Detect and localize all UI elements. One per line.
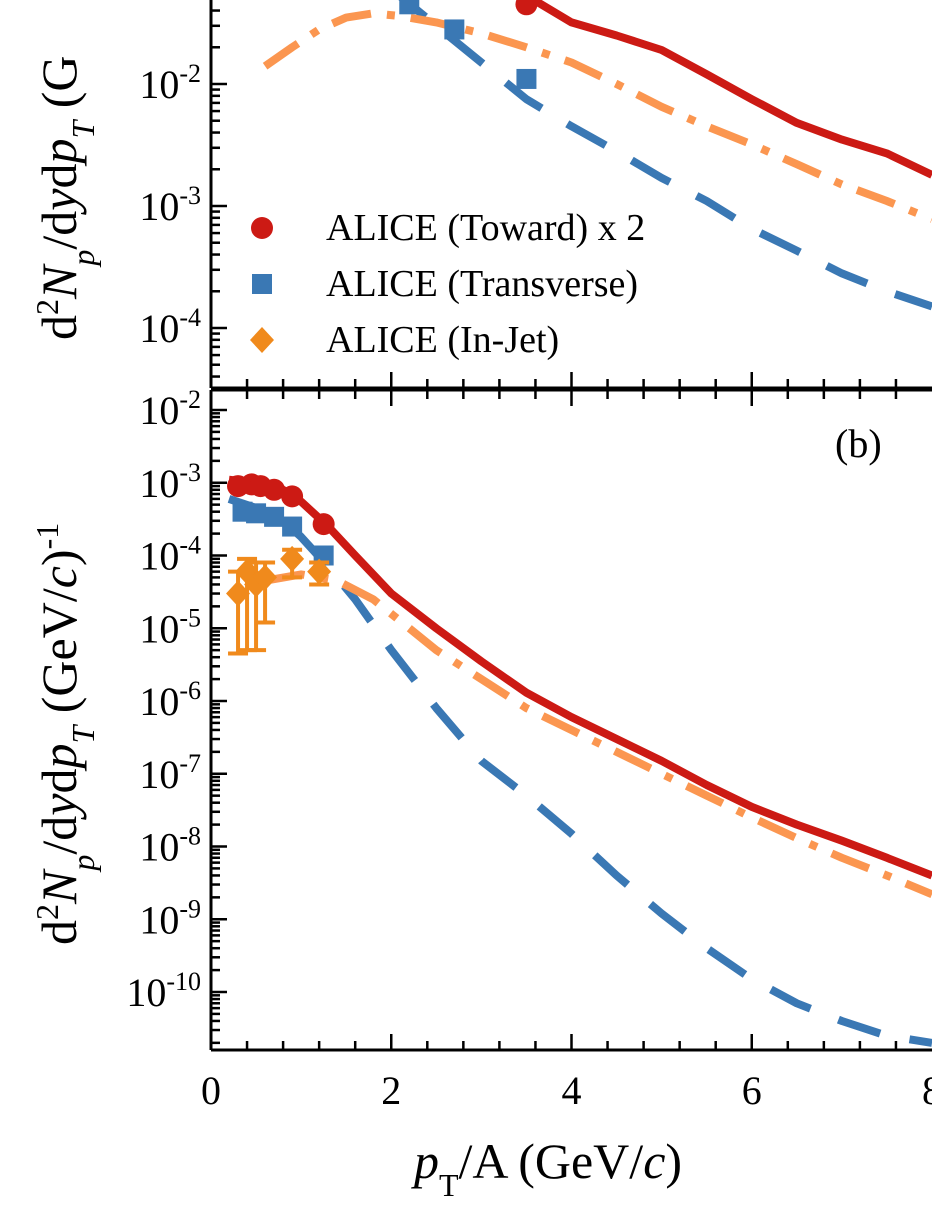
bottom-point-circle	[312, 513, 335, 536]
top-panel: 10-2 10-3 10-4 d2Np/dydpT (G ALICE (Toward…	[29, 0, 932, 390]
bottom-point-square	[246, 503, 267, 524]
bottom-point-circle	[263, 478, 286, 501]
bottom-x-tick-label: 8	[922, 1068, 932, 1113]
top-curve-solid	[527, 0, 932, 179]
top-y-axis-label: d2Np/dydpT (G	[29, 55, 101, 340]
legend-marker-square	[252, 274, 272, 294]
top-point-square	[516, 68, 537, 89]
bottom-y-tick-label: 10-7	[139, 749, 201, 797]
bottom-y-tick-label: 10-6	[139, 676, 201, 724]
bottom-point-circle	[281, 485, 304, 508]
bottom-series-group	[226, 473, 932, 1047]
top-point-circle	[515, 0, 538, 16]
bottom-curve-dash-dot	[264, 570, 932, 898]
bottom-x-tick-label: 6	[742, 1068, 762, 1113]
bottom-axes: 10-2 10-3 10-4 10-5 10-6 10-7 10-8 10-9 10-10 0 2 4…	[126, 385, 932, 1113]
bottom-point-square	[264, 506, 285, 527]
bottom-y-axis-label: d2Np/dydpT (GeV/c)-1	[29, 523, 101, 945]
x-axis-label: pT/A (GeV/c)	[411, 1133, 682, 1203]
bottom-x-tick-label: 2	[381, 1068, 401, 1113]
bottom-point-square	[282, 516, 303, 537]
bottom-point-diamond	[280, 545, 305, 572]
bottom-y-tick-label: 10-2	[139, 385, 201, 433]
top-series-group	[262, 0, 932, 311]
bottom-y-tick-label: 10-9	[139, 894, 201, 942]
panel-tag: (b)	[835, 421, 882, 466]
top-point-square	[444, 19, 465, 40]
bottom-curve-solid	[228, 475, 932, 880]
bottom-y-tick-label: 10-5	[139, 603, 201, 651]
bottom-point-diamond	[307, 558, 332, 585]
bottom-panel: 10-2 10-3 10-4 10-5 10-6 10-7 10-8 10-9 10-10 0 2 4…	[29, 385, 932, 1203]
top-y-tick-label: 10-2	[139, 59, 201, 107]
top-y-tick-label: 10-3	[139, 181, 201, 229]
bottom-y-tick-label: 10-3	[139, 458, 201, 506]
bottom-curve-dashed	[227, 495, 932, 1047]
legend-marker-circle	[251, 217, 273, 239]
legend-label: ALICE (Toward) x 2	[326, 207, 645, 249]
top-axes: 10-2 10-3 10-4	[139, 0, 932, 390]
bottom-point-diamond	[253, 564, 278, 591]
top-curve-dash-dot	[262, 9, 932, 223]
top-y-tick-label: 10-4	[139, 303, 201, 351]
legend: ALICE (Toward) x 2 ALICE (Transverse) ALIC…	[250, 207, 645, 361]
legend-label: ALICE (In-Jet)	[326, 319, 559, 361]
top-point-square	[399, 0, 420, 15]
bottom-point-diamond	[226, 580, 251, 607]
bottom-x-tick-label: 4	[562, 1068, 582, 1113]
legend-marker-diamond	[250, 327, 274, 353]
top-curve-dashed	[398, 0, 932, 311]
bottom-y-tick-label: 10-8	[139, 822, 201, 870]
bottom-y-tick-label: 10-4	[139, 531, 201, 579]
bottom-y-tick-label: 10-10	[126, 967, 201, 1015]
bottom-x-tick-label: 0	[201, 1068, 221, 1113]
legend-label: ALICE (Transverse)	[326, 263, 638, 305]
